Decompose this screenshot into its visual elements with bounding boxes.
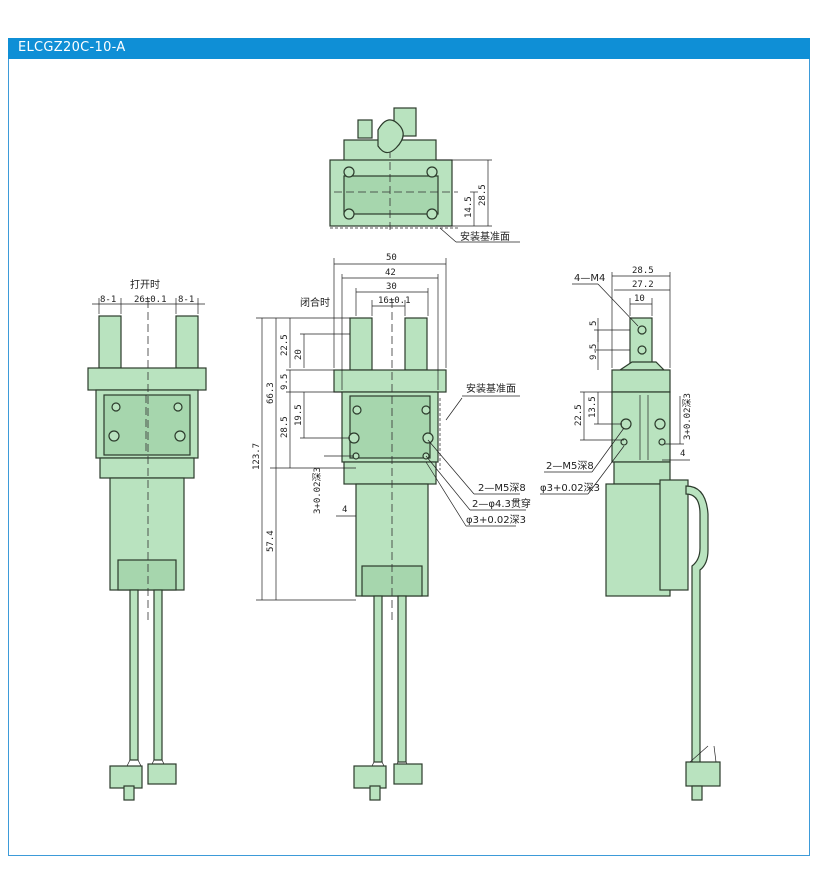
side-view: 28.5 27.2 10 4—M4 5 9.5 22.5 13.5 3+0.02… (540, 266, 721, 801)
front-note-m5: 2—M5深8 (478, 482, 526, 494)
front-dim-4: 4 (342, 505, 347, 515)
front-dim-57-4: 57.4 (266, 530, 276, 552)
front-dim-9-5: 9.5 (280, 374, 290, 390)
side-note-m5: 2—M5深8 (546, 460, 594, 472)
top-dim-28-5: 28.5 (478, 184, 488, 206)
front-mount-surface: 安装基准面 (466, 382, 516, 395)
side-dim-28-5: 28.5 (632, 266, 654, 276)
front-view: 50 42 30 16±0.1 闭合时 123.7 66.3 57.4 22.5… (252, 253, 531, 801)
left-open-label: 打开时 (130, 278, 160, 291)
front-closed-label: 闭合时 (300, 296, 330, 309)
side-dim-9-5: 9.5 (589, 344, 599, 360)
side-dim-pin-v: 3+0.02深3 (682, 393, 693, 440)
side-dim-27-2: 27.2 (632, 280, 654, 290)
side-dim-5: 5 (589, 321, 599, 326)
left-dim-26: 26±0.1 (134, 295, 167, 305)
side-dim-13-5: 13.5 (588, 396, 598, 418)
front-note-thru: 2—φ4.3贯穿 (472, 497, 531, 510)
front-dim-16: 16±0.1 (378, 296, 411, 306)
front-dim-20: 20 (294, 349, 304, 360)
front-dim-50: 50 (386, 253, 397, 263)
front-dim-19-5: 19.5 (294, 404, 304, 426)
front-note-pin: φ3+0.02深3 (466, 514, 526, 526)
top-dim-14-5: 14.5 (464, 196, 474, 218)
side-dim-4: 4 (680, 449, 685, 459)
left-dim-8-right: 8-1 (178, 295, 194, 305)
side-dim-22-5: 22.5 (574, 404, 584, 426)
front-dim-28-5: 28.5 (280, 416, 290, 438)
front-dim-42: 42 (385, 268, 396, 278)
side-note-pin: φ3+0.02深3 (540, 482, 600, 494)
front-dim-123-7: 123.7 (252, 443, 262, 470)
front-dim-22-5: 22.5 (280, 334, 290, 356)
model-title: ELCGZ20C-10-A (18, 40, 126, 55)
front-dim-30: 30 (386, 282, 397, 292)
side-note-m4: 4—M4 (574, 273, 605, 284)
front-dim-66-3: 66.3 (266, 382, 276, 404)
left-view: 8-1 26±0.1 8-1 打开时 (87, 278, 207, 801)
top-mount-surface: 安装基准面 (460, 230, 510, 243)
top-view: 28.5 14.5 安装基准面 (329, 107, 520, 243)
title-bar: ELCGZ20C-10-A (8, 38, 810, 59)
side-dim-10: 10 (634, 294, 645, 304)
front-dim-pin: 3+0.02深3 (312, 467, 323, 514)
left-dim-8-left: 8-1 (100, 295, 116, 305)
